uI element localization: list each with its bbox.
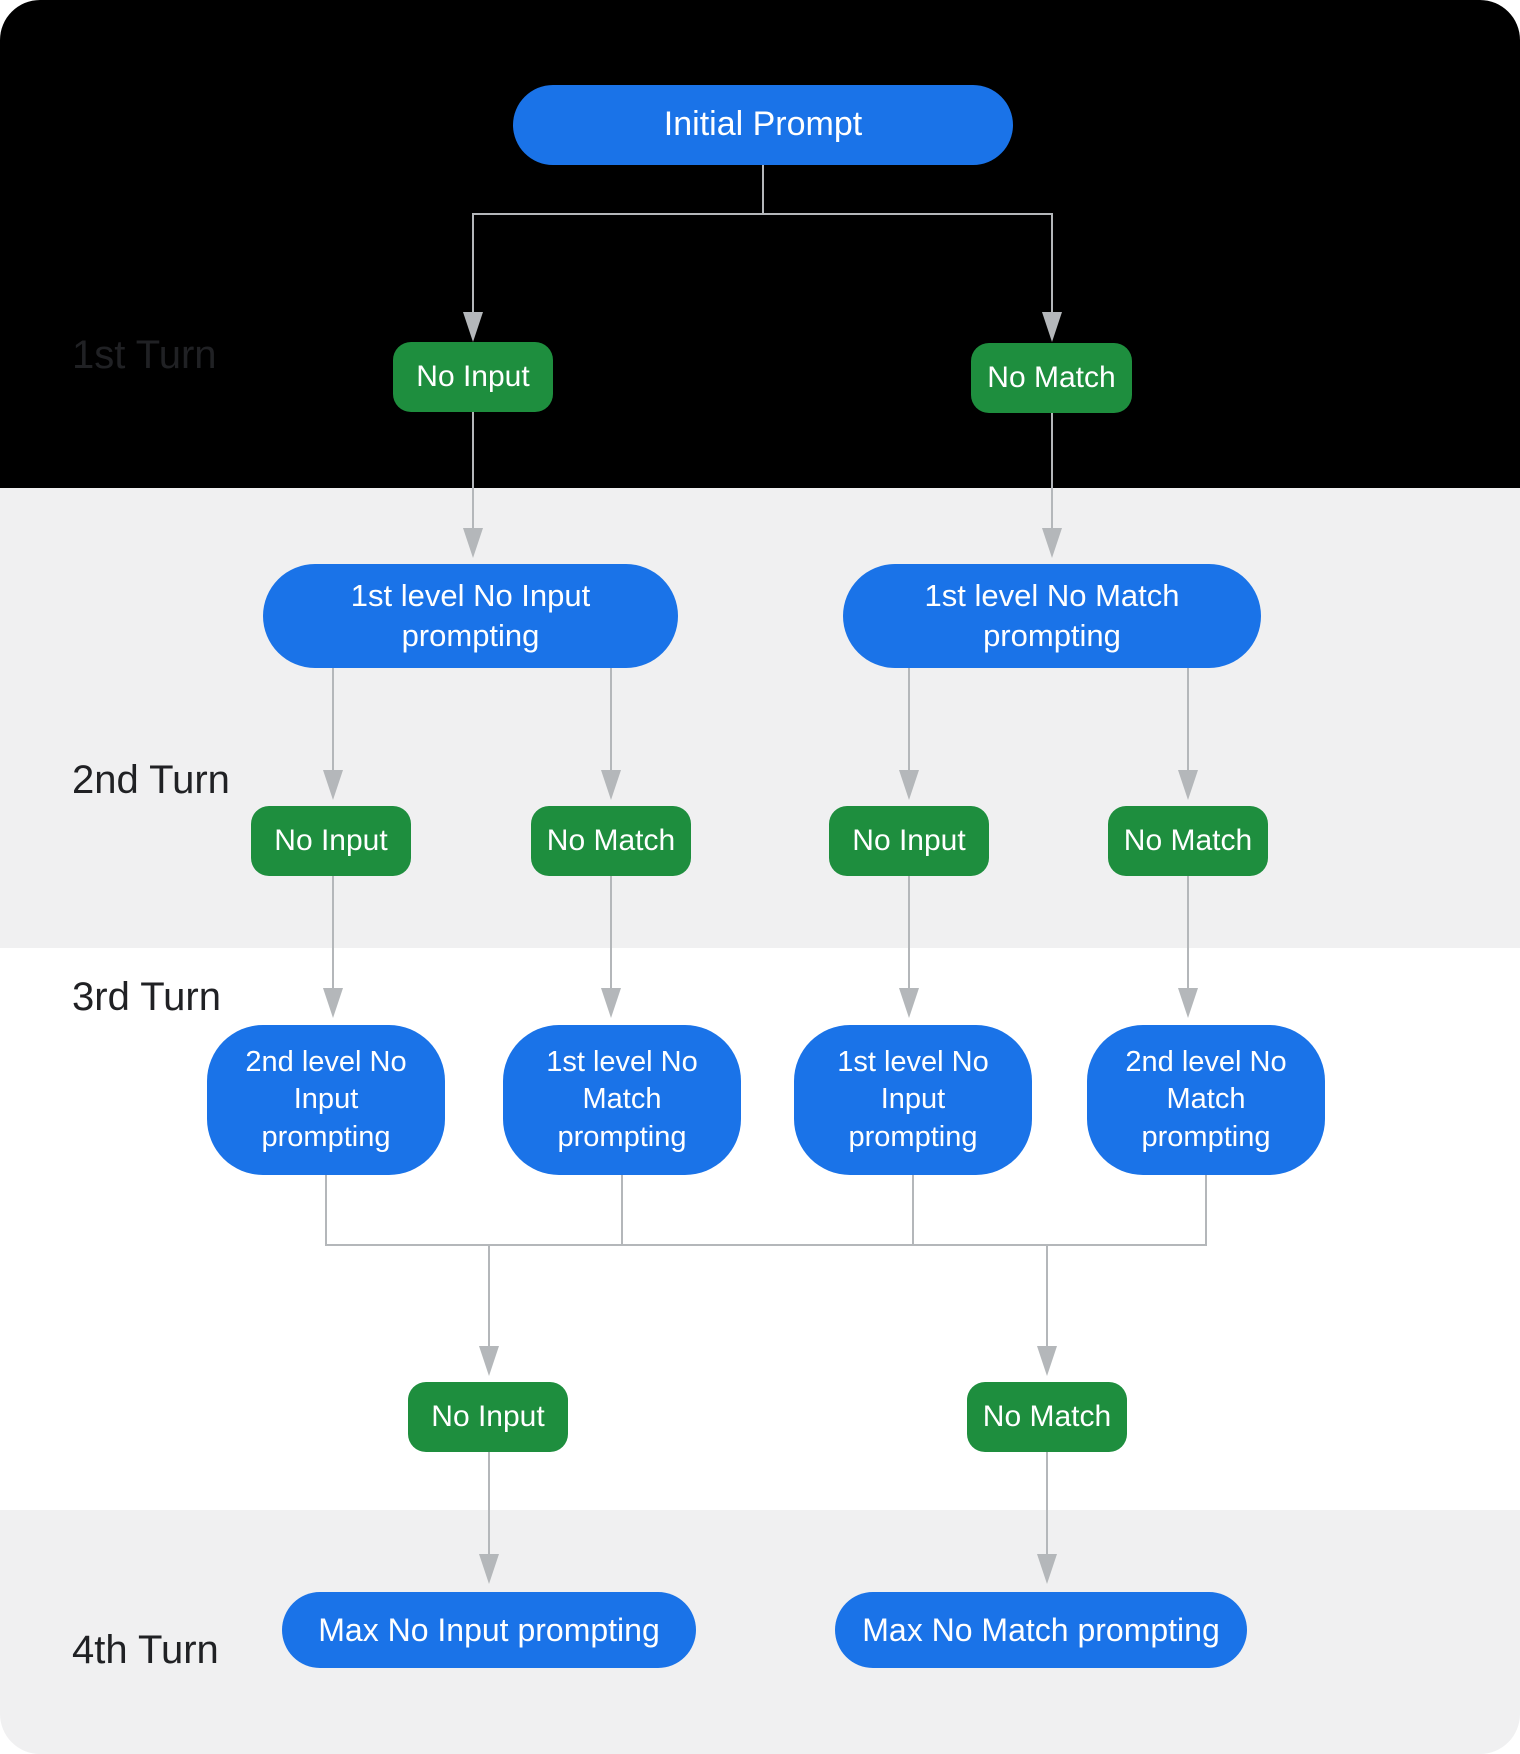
- connector-line: [610, 668, 612, 770]
- connector-line: [1046, 1452, 1048, 1554]
- node-t3-prompt-2nd-no-match: 2nd level No Match prompting: [1087, 1025, 1325, 1175]
- turn-label-1: 1st Turn: [72, 333, 217, 377]
- arrow-head: [1042, 312, 1062, 342]
- arrow-head: [1037, 1346, 1057, 1376]
- node-t2-no-match-left: No Match: [531, 806, 691, 876]
- connector-line: [1187, 668, 1189, 770]
- connector-line: [325, 1244, 1207, 1246]
- connector-line: [621, 1175, 623, 1244]
- connector-line: [1205, 1175, 1207, 1244]
- arrow-head: [463, 312, 483, 342]
- arrow-head: [899, 988, 919, 1018]
- turn-label-3: 3rd Turn: [72, 975, 221, 1019]
- arrow-head: [1037, 1554, 1057, 1584]
- node-t3-no-match: No Match: [967, 1382, 1127, 1452]
- arrow-head: [323, 770, 343, 800]
- connector-line: [488, 1452, 490, 1554]
- connector-line: [912, 1175, 914, 1244]
- node-t2-no-input-right: No Input: [829, 806, 989, 876]
- connector-line: [332, 876, 334, 988]
- connector-line: [1046, 1246, 1048, 1346]
- node-t3-prompt-1st-no-match: 1st level No Match prompting: [503, 1025, 741, 1175]
- node-initial-prompt: Initial Prompt: [513, 85, 1013, 165]
- connector-line: [332, 668, 334, 770]
- connector-line: [762, 165, 764, 213]
- node-t2-prompt-no-input: 1st level No Input prompting: [263, 564, 678, 668]
- connector-line: [472, 213, 474, 312]
- band-turn-4: [0, 1510, 1520, 1754]
- arrow-head: [1178, 770, 1198, 800]
- connector-line: [325, 1175, 327, 1244]
- node-t2-no-input-left: No Input: [251, 806, 411, 876]
- arrow-head: [479, 1554, 499, 1584]
- node-t3-prompt-1st-no-input: 1st level No Input prompting: [794, 1025, 1032, 1175]
- node-max-no-match-prompting: Max No Match prompting: [835, 1592, 1247, 1668]
- connector-line: [908, 876, 910, 988]
- node-t2-no-match-right: No Match: [1108, 806, 1268, 876]
- connector-line: [1051, 413, 1053, 528]
- connector-line: [472, 213, 1053, 215]
- arrow-head: [479, 1346, 499, 1376]
- connector-line: [472, 412, 474, 528]
- arrow-head: [601, 770, 621, 800]
- band-turn-1: [0, 0, 1520, 488]
- arrow-head: [899, 770, 919, 800]
- node-t2-prompt-no-match: 1st level No Match prompting: [843, 564, 1261, 668]
- node-t3-no-input: No Input: [408, 1382, 568, 1452]
- turn-label-2: 2nd Turn: [72, 758, 230, 802]
- node-t1-no-input: No Input: [393, 342, 553, 412]
- turn-label-4: 4th Turn: [72, 1628, 219, 1672]
- connector-line: [610, 876, 612, 988]
- arrow-head: [1178, 988, 1198, 1018]
- arrow-head: [1042, 528, 1062, 558]
- connector-line: [1051, 213, 1053, 312]
- node-t3-prompt-2nd-no-input: 2nd level No Input prompting: [207, 1025, 445, 1175]
- connector-line: [488, 1246, 490, 1346]
- node-max-no-input-prompting: Max No Input prompting: [282, 1592, 696, 1668]
- arrow-head: [463, 528, 483, 558]
- band-turn-2: [0, 488, 1520, 948]
- connector-line: [1187, 876, 1189, 988]
- arrow-head: [601, 988, 621, 1018]
- node-t1-no-match: No Match: [971, 343, 1132, 413]
- arrow-head: [323, 988, 343, 1018]
- connector-line: [908, 668, 910, 770]
